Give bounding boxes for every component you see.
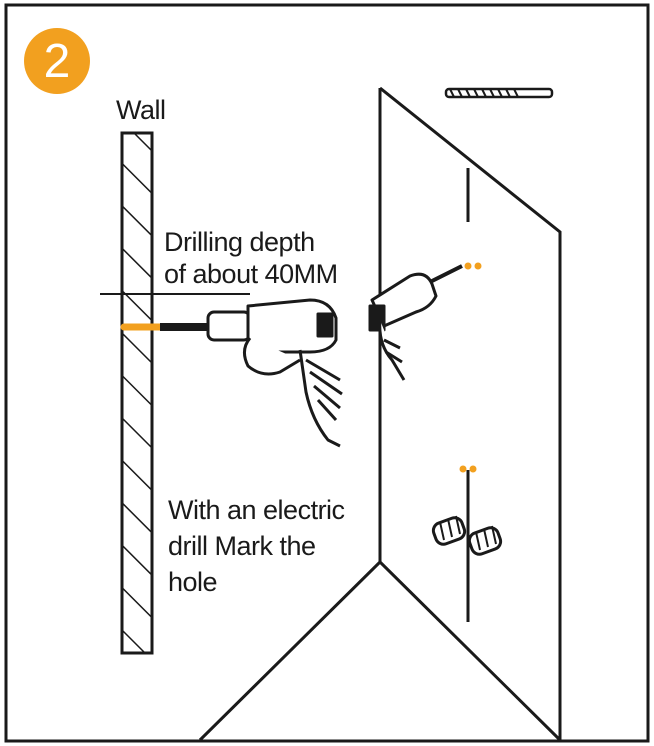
wall-section: [120, 131, 154, 655]
small-drill-icon: [368, 264, 463, 381]
instruction-line1: With an electric: [168, 495, 345, 525]
screw-icon: [444, 87, 554, 99]
drilling-depth-label-line2: of about 40MM: [164, 259, 338, 289]
cabinet-panel: [198, 86, 562, 742]
drill-mark-dots: [459, 262, 482, 473]
wall-label: Wall: [116, 95, 166, 125]
diagram-border: [4, 3, 650, 743]
instruction-line2: drill Mark the: [168, 531, 316, 561]
drilling-depth-label-line1: Drilling depth: [164, 227, 315, 257]
step-number-badge: 2: [24, 28, 90, 94]
instruction-line3: hole: [168, 567, 218, 597]
drill-icon: [206, 298, 343, 448]
wall-anchor-icon: [431, 515, 503, 556]
